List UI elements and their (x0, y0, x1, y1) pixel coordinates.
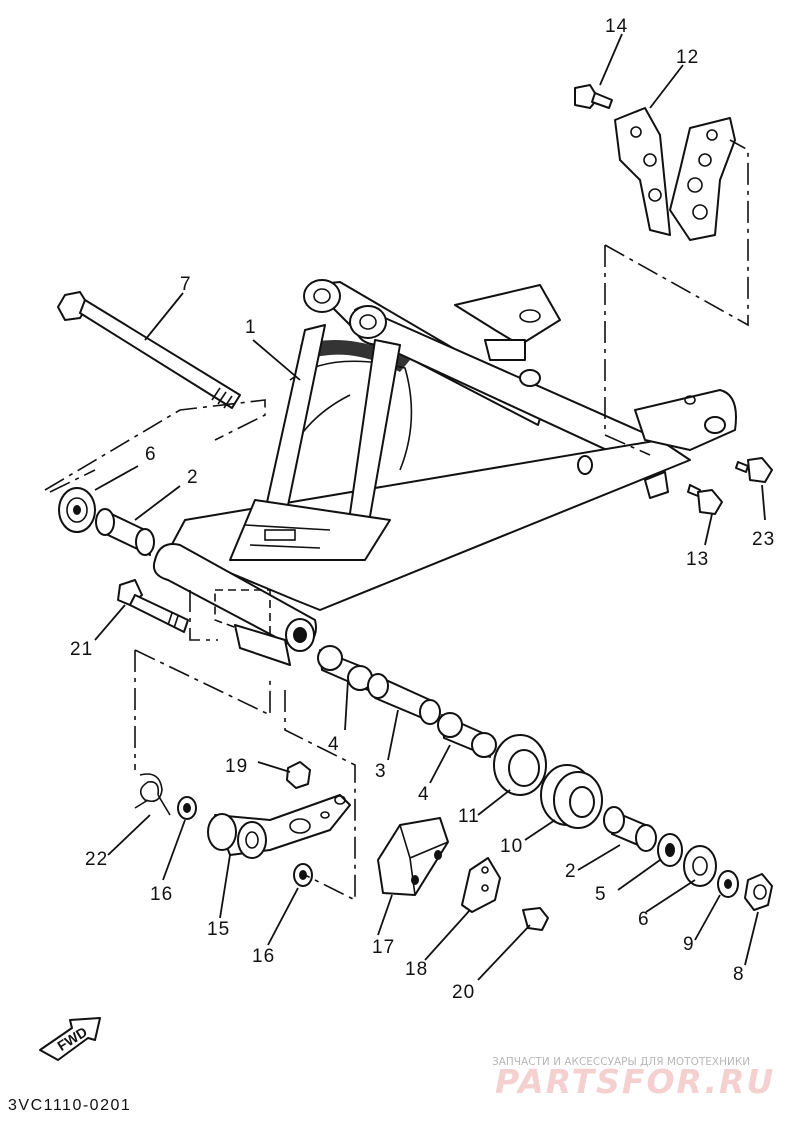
bolt-14 (574, 84, 613, 109)
watermark: ЗАПЧАСТИ И АКСЕССУАРЫ ДЛЯ МОТОТЕХНИКИ PA… (492, 1056, 775, 1101)
callout-21: 21 (70, 639, 93, 660)
seal-5 (657, 833, 683, 867)
callout-7: 7 (180, 274, 192, 295)
callout-13: 13 (686, 549, 709, 570)
bolt-20 (522, 907, 549, 931)
callout-12: 12 (676, 47, 699, 68)
callout-3: 3 (375, 761, 387, 782)
arm-15 (207, 794, 351, 859)
watermark-tagline: ЗАПЧАСТИ И АКСЕССУАРЫ ДЛЯ МОТОТЕХНИКИ (492, 1056, 750, 1068)
nut-8 (744, 873, 773, 911)
bolt-23 (735, 457, 773, 483)
collar-4a (317, 645, 373, 691)
callout-4a: 4 (328, 734, 340, 755)
callout-2b: 2 (565, 861, 577, 882)
callout-6b: 6 (638, 909, 650, 930)
callout-6a: 6 (145, 444, 157, 465)
callout-14: 14 (605, 16, 628, 37)
plate-18 (461, 857, 501, 913)
callout-23: 23 (752, 529, 775, 550)
bolt-21 (117, 579, 189, 633)
bearing-left (58, 487, 96, 533)
callout-16a: 16 (150, 884, 173, 905)
bushing-16b (293, 863, 313, 887)
diagram-code: 3VC1110-0201 (8, 1097, 131, 1114)
callout-10: 10 (500, 836, 523, 857)
callout-5: 5 (595, 884, 607, 905)
spring-22 (134, 773, 171, 816)
bushing-10 (540, 764, 603, 829)
callout-11: 11 (458, 806, 480, 827)
nut-19 (286, 761, 311, 789)
callout-9: 9 (683, 934, 695, 955)
callout-18: 18 (405, 959, 428, 980)
callout-16b: 16 (252, 946, 275, 967)
bolt-13 (687, 484, 723, 515)
callout-8: 8 (733, 964, 745, 985)
callout-17: 17 (372, 937, 395, 958)
callout-15: 15 (207, 919, 230, 940)
collar-right (603, 806, 657, 852)
callout-22: 22 (85, 849, 108, 870)
callout-19: 19 (225, 756, 248, 777)
callout-20: 20 (452, 982, 475, 1003)
bracket-12 (614, 107, 736, 241)
swingarm (152, 279, 737, 666)
callout-1: 1 (245, 317, 257, 338)
bearing-6 (683, 845, 717, 887)
pivot-bolt (57, 291, 241, 409)
callout-4b: 4 (418, 784, 430, 805)
callout-2a: 2 (187, 467, 199, 488)
spacer-3 (367, 673, 441, 725)
watermark-brand: PARTSFOR.RU (495, 1062, 775, 1101)
forward-arrow-icon: FWD (39, 1017, 101, 1061)
collar-4b (437, 712, 497, 758)
collar-left (95, 508, 155, 556)
bushing-16a (177, 796, 197, 820)
bushing-11 (493, 734, 547, 796)
washer-9 (717, 870, 739, 898)
chain-slider-17 (377, 817, 449, 896)
